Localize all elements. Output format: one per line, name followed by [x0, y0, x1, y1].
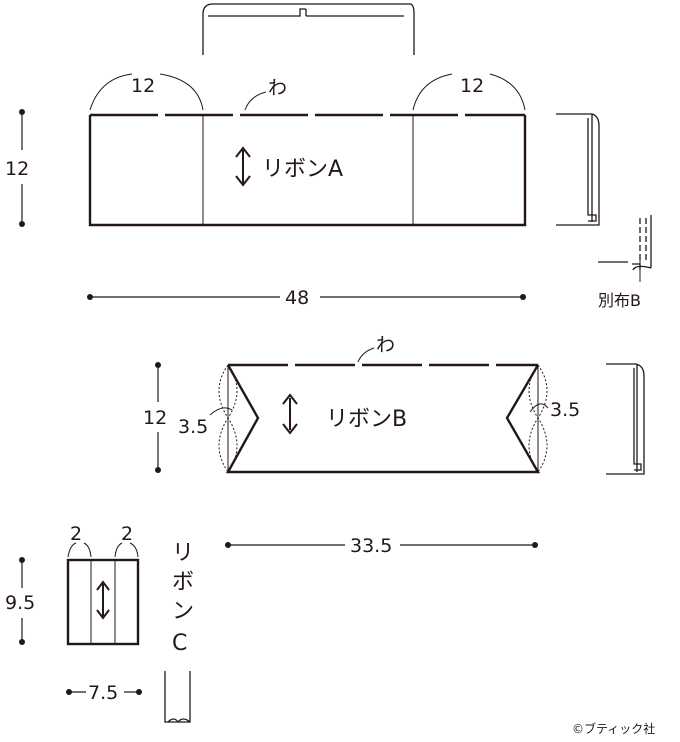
copyright-text: ©ブティック社 — [572, 721, 655, 736]
ribbon-c-right-label: 2 — [121, 523, 133, 545]
ribbon-b-side-view — [606, 363, 645, 475]
ribbon-c — [19, 542, 191, 723]
ribbon-a-gather-right-label: 12 — [460, 75, 484, 97]
ribbon-c-side-view — [164, 671, 191, 723]
svg-text:ボ: ボ — [172, 570, 194, 595]
ribbon-c-title: リ ボ ン C — [172, 541, 194, 656]
ribbon-a-title: リボンA — [262, 157, 343, 182]
ribbon-b-right-dotted — [528, 364, 548, 473]
ribbon-a-fold-mark: わ — [268, 77, 287, 99]
ribbon-b-fold-mark: わ — [376, 334, 395, 356]
ribbon-b-length-label: 33.5 — [350, 535, 392, 557]
ribbon-c-outline — [66, 558, 140, 646]
ribbon-b-left-dotted — [218, 364, 238, 473]
svg-text:リ: リ — [172, 541, 194, 566]
ribbon-a — [19, 3, 652, 300]
ribbon-b-height-label: 12 — [143, 407, 167, 429]
ribbon-a-fold-leader — [244, 91, 267, 111]
ribbon-b-outline — [225, 364, 541, 474]
ribbon-c-left-label: 2 — [70, 523, 82, 545]
separate-fabric-b-view — [598, 215, 652, 282]
ribbon-a-arc-left — [89, 73, 204, 111]
ribbon-a-outline — [88, 115, 527, 227]
grain-arrow-icon — [96, 580, 110, 620]
svg-text:C: C — [172, 631, 187, 656]
ribbon-a-loop-view — [202, 3, 415, 55]
ribbon-b-title: リボンB — [326, 407, 407, 432]
svg-text:ン: ン — [172, 599, 194, 624]
grain-arrow-icon — [235, 146, 251, 187]
grain-arrow-icon — [282, 393, 298, 435]
ribbon-c-height-label: 9.5 — [5, 592, 35, 614]
ribbon-a-gather-left-label: 12 — [131, 75, 155, 97]
ribbon-a-height-label: 12 — [5, 158, 29, 180]
ribbon-a-length-label: 48 — [285, 287, 309, 309]
ribbon-c-width-label: 7.5 — [88, 682, 118, 704]
separate-fabric-b-label: 別布B — [598, 291, 641, 310]
ribbon-b — [155, 347, 645, 548]
ribbon-b-v-right-label: 3.5 — [550, 399, 580, 421]
ribbon-a-arc-right — [412, 73, 526, 111]
ribbon-a-side-view — [556, 113, 600, 226]
ribbon-b-v-left-label: 3.5 — [178, 416, 208, 438]
